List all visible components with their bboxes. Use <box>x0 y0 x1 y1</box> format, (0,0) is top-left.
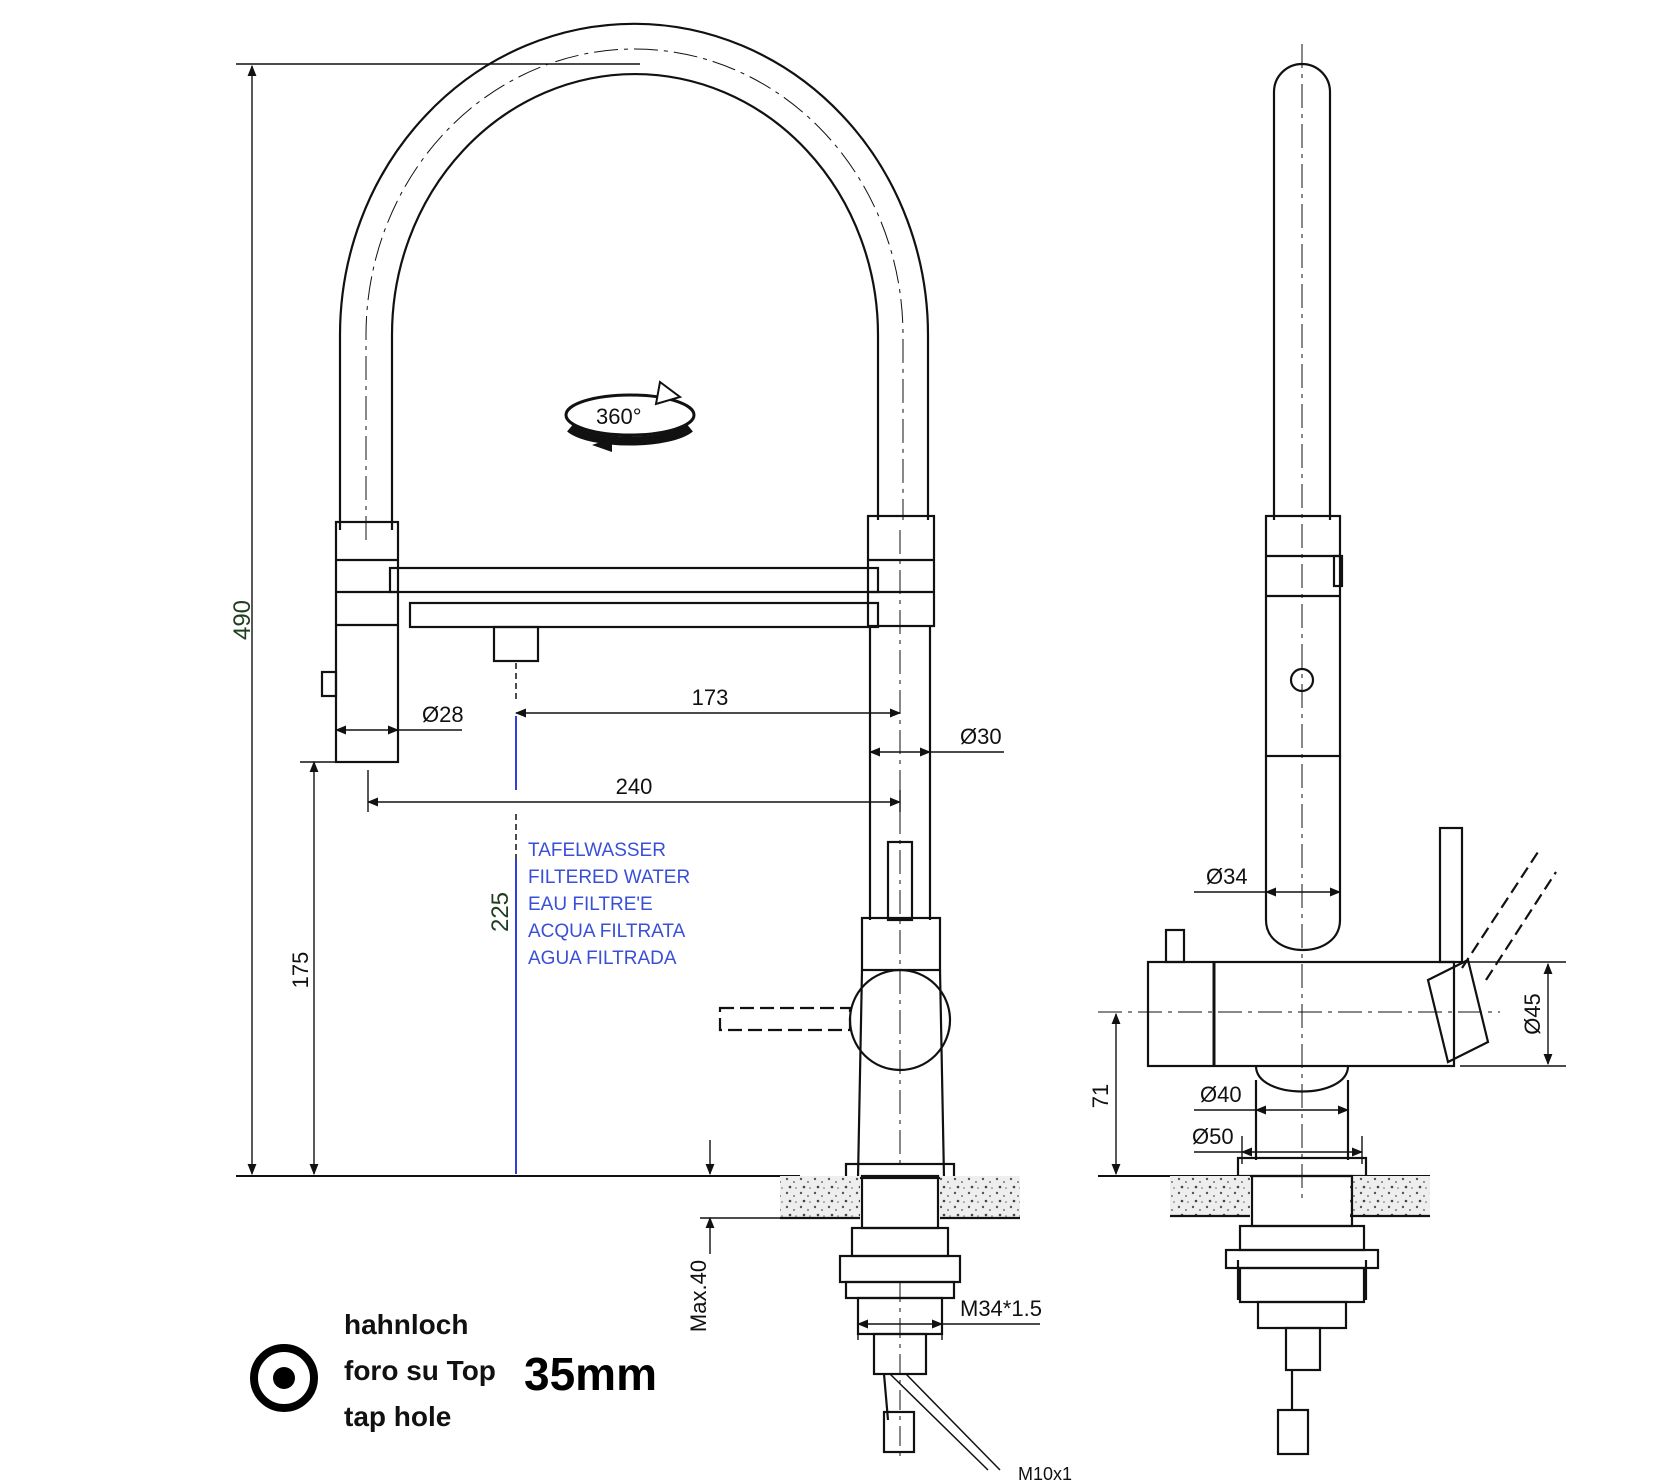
tap-hole-label-it: foro su Top <box>344 1355 496 1386</box>
tap-hole-legend: hahnloch foro su Top tap hole 35mm <box>250 1309 657 1432</box>
label-agua-filtrada: AGUA FILTRADA <box>528 948 677 969</box>
dim-dia50: Ø50 <box>1192 1124 1234 1149</box>
tap-hole-label-en: tap hole <box>344 1401 451 1432</box>
rotation-label: 360° <box>596 404 642 429</box>
dim-175: 175 <box>288 952 313 989</box>
label-tafelwasser: TAFELWASSER <box>528 840 666 861</box>
dim-dia34: Ø34 <box>1206 864 1248 889</box>
dim-490: 490 <box>229 600 256 640</box>
side-view <box>1098 44 1557 1456</box>
dim-m10: M10x1 <box>1018 1464 1072 1480</box>
dim-dia30: Ø30 <box>960 724 1002 749</box>
filtered-water-labels: TAFELWASSER FILTERED WATER EAU FILTRE'E … <box>528 840 690 969</box>
dim-173: 173 <box>692 685 729 710</box>
tap-hole-icon <box>250 1344 318 1412</box>
dim-m34: M34*1.5 <box>960 1296 1042 1321</box>
label-eau-filtree: EAU FILTRE'E <box>528 894 653 915</box>
dim-max40: Max.40 <box>686 1260 711 1332</box>
tap-hole-label-de: hahnloch <box>344 1309 468 1340</box>
dim-71: 71 <box>1088 1084 1113 1108</box>
dim-225: 225 <box>487 892 514 932</box>
front-dimensions <box>247 64 1040 1340</box>
dim-dia40: Ø40 <box>1200 1082 1242 1107</box>
label-filtered-water: FILTERED WATER <box>528 867 690 888</box>
side-dimensions <box>1111 887 1566 1176</box>
dim-dia45: Ø45 <box>1520 993 1545 1035</box>
rotation-360-icon <box>564 380 696 452</box>
label-acqua-filtrata: ACQUA FILTRATA <box>528 921 686 942</box>
dim-dia28: Ø28 <box>422 702 464 727</box>
front-view <box>236 22 1020 1471</box>
dim-240: 240 <box>616 774 653 799</box>
tap-hole-size: 35mm <box>524 1348 657 1400</box>
